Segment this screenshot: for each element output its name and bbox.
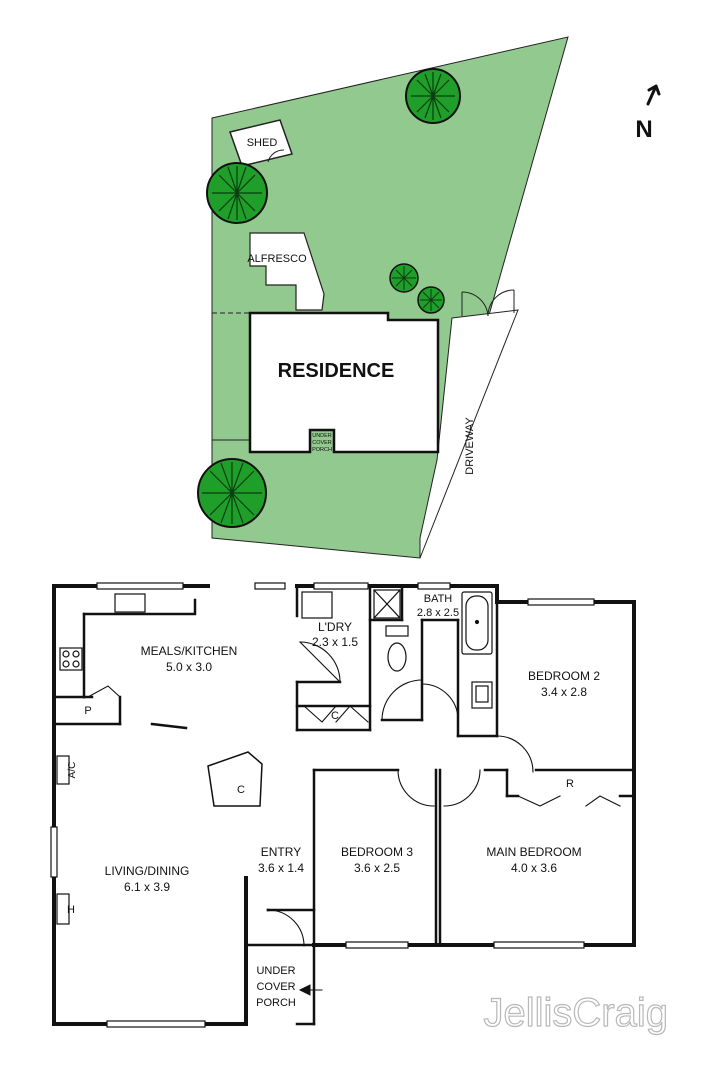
tree-icon — [206, 162, 268, 224]
meals-kitchen-name: MEALS/KITCHEN — [141, 644, 238, 658]
kitchen-sink-icon — [114, 593, 146, 613]
bathtub-icon — [461, 591, 493, 655]
meals-kitchen-size: 5.0 x 3.0 — [166, 660, 212, 674]
bedroom3-name: BEDROOM 3 — [341, 845, 413, 859]
room-labels: MEALS/KITCHEN 5.0 x 3.0 L'DRY 2.3 x 1.5 … — [67, 593, 600, 1009]
robe-label: R — [566, 778, 574, 790]
pantry-label: P — [84, 705, 91, 717]
door — [87, 641, 621, 947]
heater-icon — [56, 893, 70, 925]
alfresco: ALFRESCO — [247, 232, 325, 311]
laundry-tub-icon — [301, 591, 333, 619]
lawn-area — [211, 36, 569, 559]
living-dining-size: 6.1 x 3.9 — [124, 880, 170, 894]
shed-label: SHED — [247, 137, 278, 149]
cooktop-icon — [59, 647, 83, 671]
porch-label-3: PORCH — [312, 447, 332, 453]
bath-name: BATH — [424, 593, 453, 605]
residence-label: RESIDENCE — [278, 360, 395, 382]
living-dining-name: LIVING/DINING — [105, 864, 190, 878]
alfresco-label: ALFRESCO — [247, 253, 307, 265]
vanity-icon — [471, 681, 493, 709]
gate-icon — [461, 289, 515, 317]
entry-name: ENTRY — [261, 845, 301, 859]
cupboard-living — [207, 751, 263, 807]
aircon-label: A/C — [67, 762, 78, 779]
laundry-name: L'DRY — [318, 620, 352, 634]
residence: RESIDENCE UNDER COVER PORCH — [248, 311, 440, 454]
porch-label-1: UNDER — [312, 433, 332, 439]
bath-size: 2.8 x 2.5 — [417, 607, 459, 619]
toilet-icon — [385, 625, 409, 672]
tree-icon — [389, 263, 419, 293]
porch-label-2: COVER — [312, 440, 332, 446]
porch-name-2: COVER — [256, 981, 295, 993]
shed: SHED — [229, 119, 293, 167]
tree-icon — [405, 68, 461, 124]
main-bedroom-name: MAIN BEDROOM — [486, 845, 581, 859]
bedroom3-size: 3.6 x 2.5 — [354, 861, 400, 875]
aircon-icon — [56, 755, 70, 785]
porch-name-1: UNDER — [256, 965, 295, 977]
site-plan: SHED ALFRESCO RESIDENCE UNDER COVER PORC… — [197, 36, 661, 559]
bedroom2-size: 3.4 x 2.8 — [541, 685, 587, 699]
laundry-size: 2.3 x 1.5 — [312, 635, 358, 649]
floor-plan — [50, 582, 636, 1028]
main-bedroom-size: 4.0 x 3.6 — [511, 861, 557, 875]
shower-icon — [373, 589, 401, 619]
driveway-label: DRIVEWAY — [464, 417, 476, 475]
entry-size: 3.6 x 1.4 — [258, 861, 304, 875]
entry-arrow-icon — [298, 984, 323, 996]
north-arrow-icon: N — [635, 84, 661, 143]
north-label: N — [635, 116, 652, 143]
brand-logo: JellisCraig — [484, 991, 669, 1035]
porch-name-3: PORCH — [256, 997, 296, 1009]
tree-icon — [197, 458, 267, 528]
bedroom2-name: BEDROOM 2 — [528, 669, 600, 683]
driveway — [419, 309, 519, 559]
living-cupboard-label: C — [237, 784, 245, 796]
window — [50, 582, 595, 1028]
tree-icon — [417, 286, 445, 314]
heater-label: H — [67, 904, 75, 916]
laundry-cupboard-label: C — [331, 710, 339, 722]
